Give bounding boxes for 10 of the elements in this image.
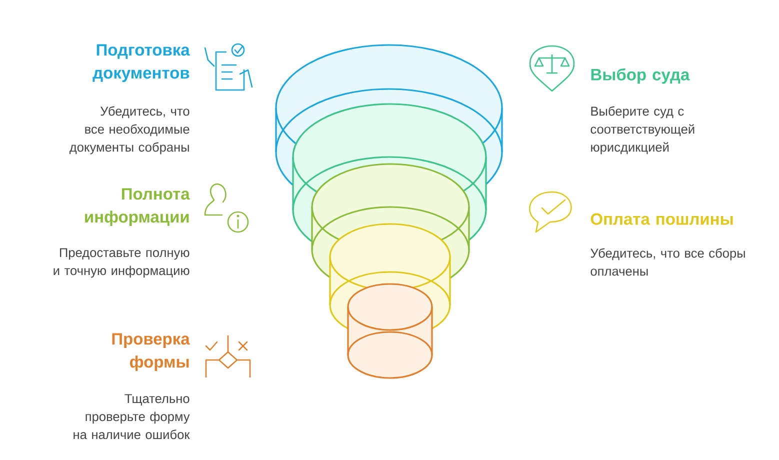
step-description: Тщательно проверьте форму на наличие ошибок xyxy=(74,394,190,440)
step-description: Выберите суд с соответствующей юрисдикцией xyxy=(590,106,694,154)
step-heading: Выбор суда xyxy=(591,68,690,84)
step-heading: Полнота информации xyxy=(85,188,190,226)
step-heading: Проверка формы xyxy=(112,333,190,371)
step-heading: Подготовка документов xyxy=(92,44,190,82)
step-description: Убедитесь, что все необходимые документы собраны xyxy=(70,106,190,154)
step-description: Убедитесь, что все сборы оплачены xyxy=(590,248,745,276)
step-description: Предоставьте полную и точную информацию xyxy=(54,248,190,278)
step-heading: Оплата пошлины xyxy=(590,213,733,225)
